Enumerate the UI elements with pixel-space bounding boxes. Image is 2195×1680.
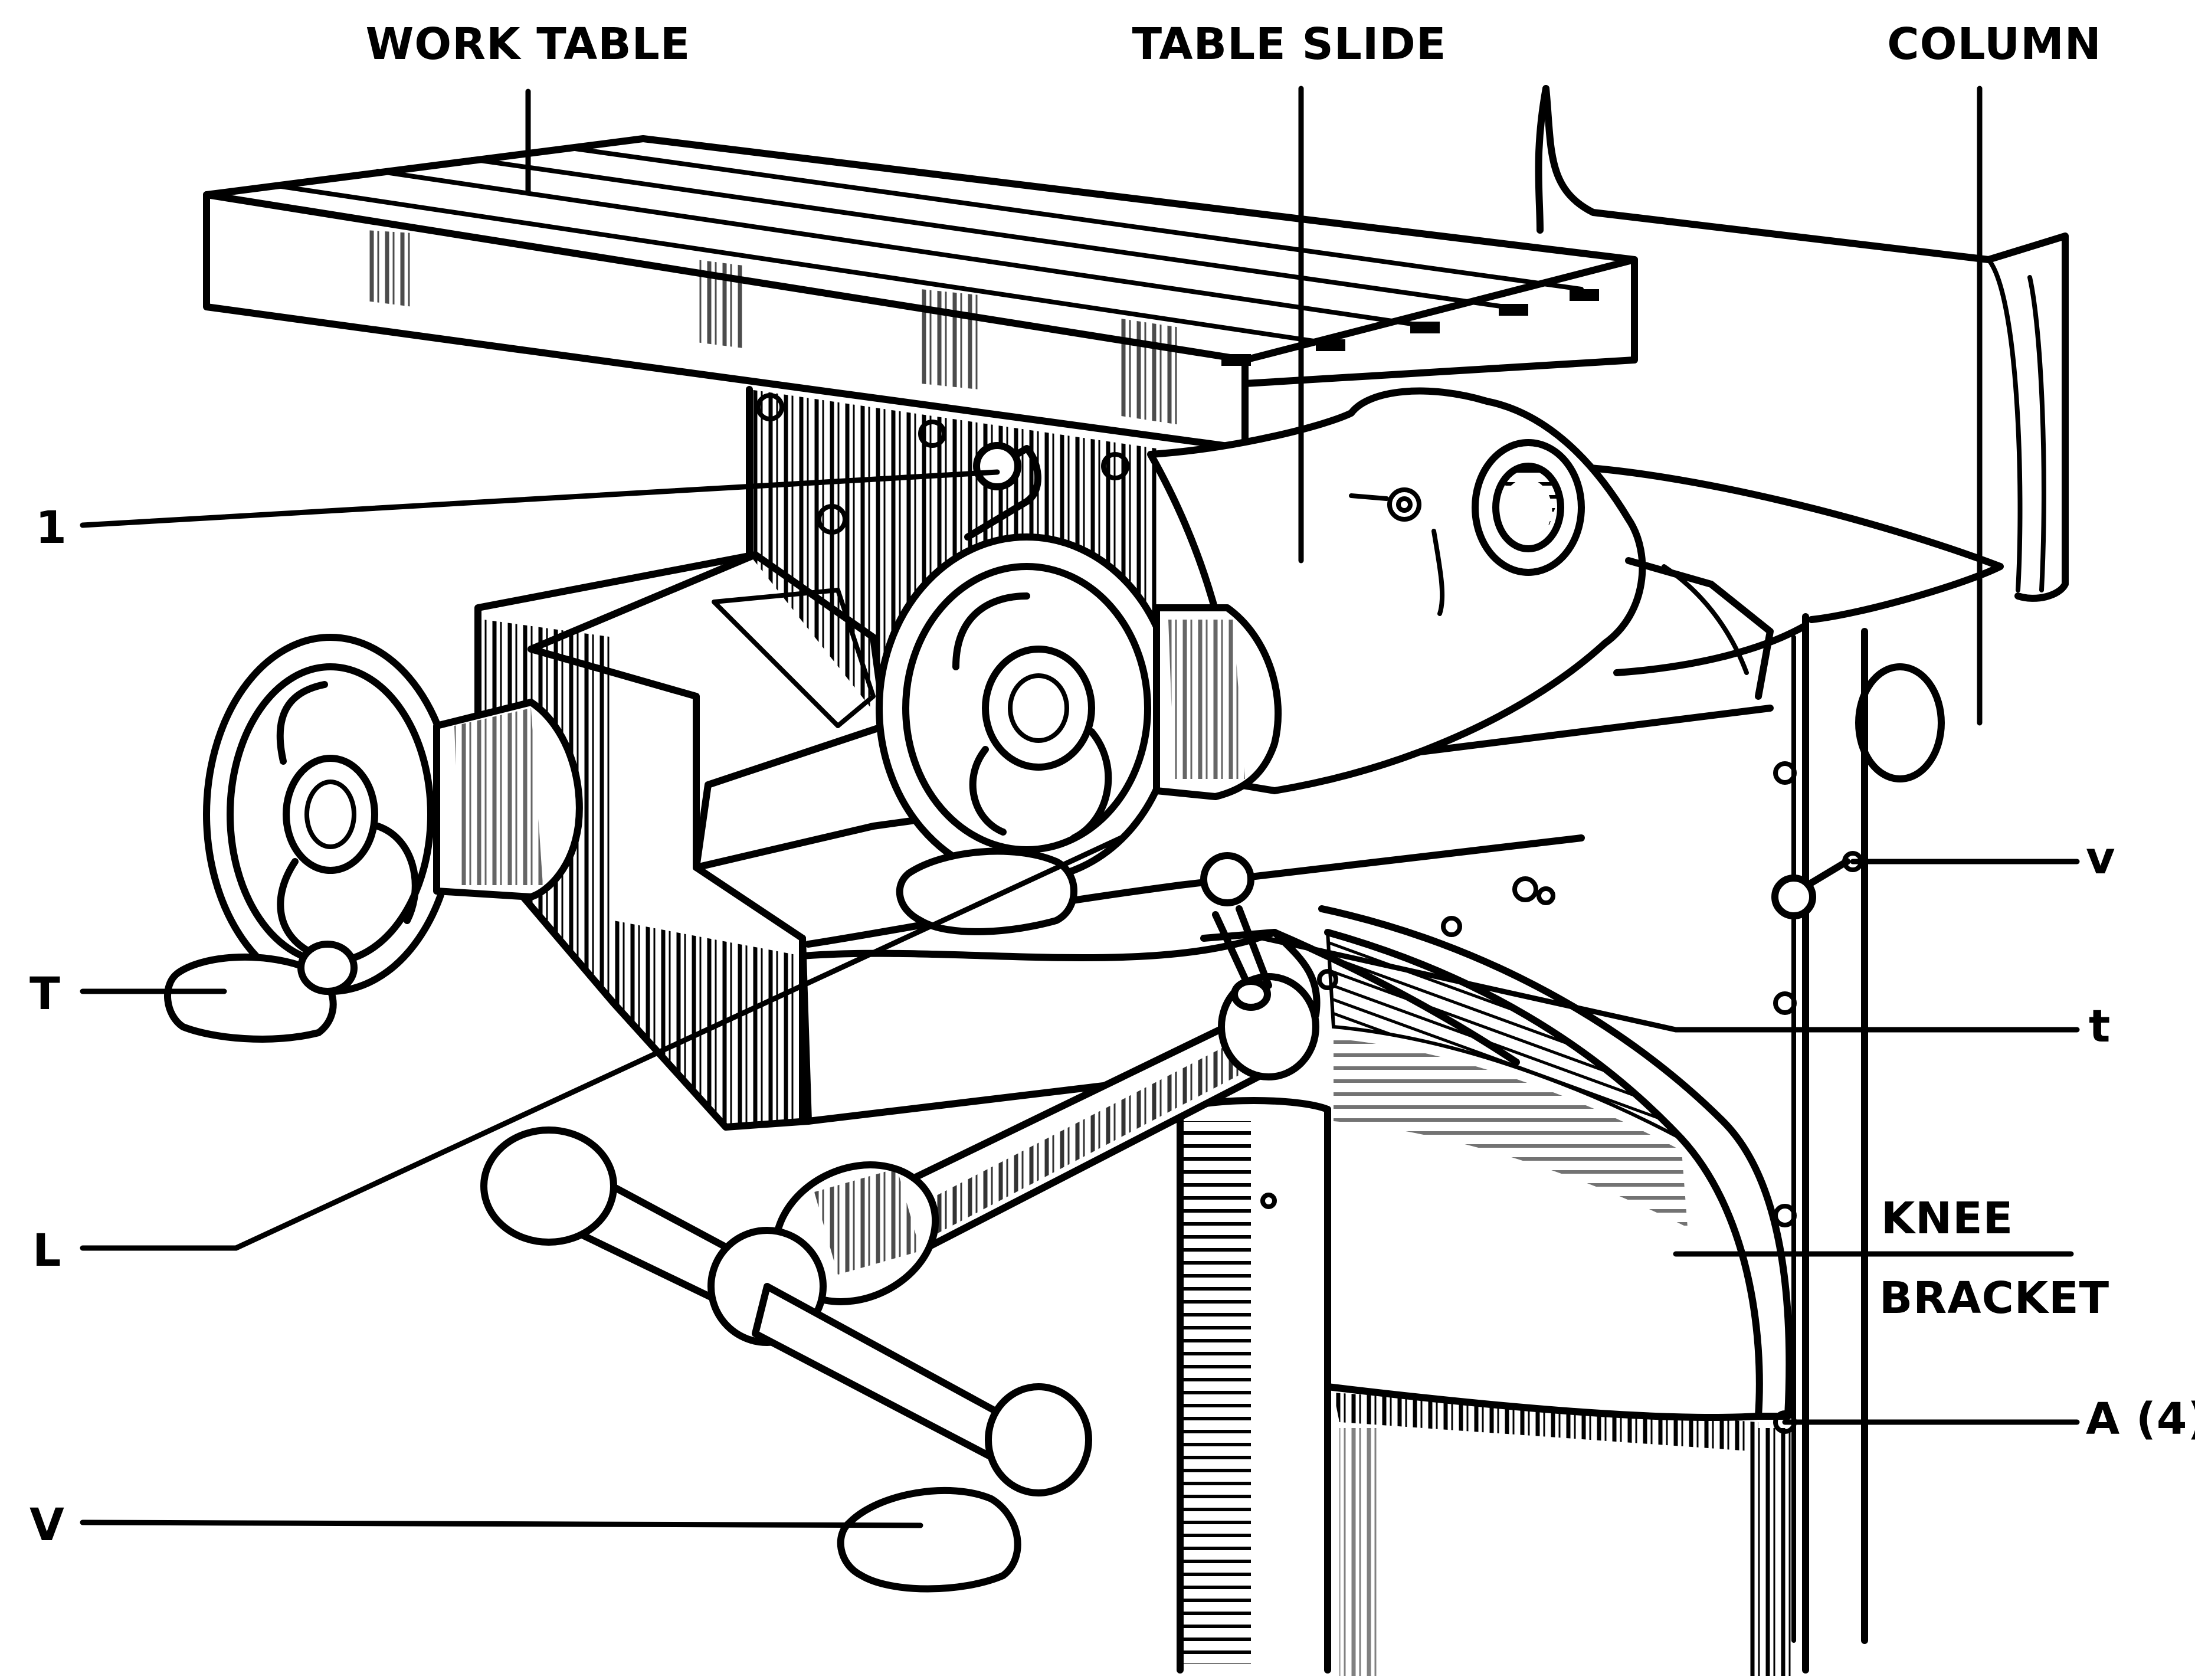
elevating-screw — [1177, 1097, 1331, 1674]
work-table — [203, 135, 1638, 452]
label-work-table: WORK TABLE — [366, 19, 691, 70]
label-column: COLUMN — [1887, 19, 2101, 70]
knee-bracket — [1200, 463, 2004, 1676]
label-knee: KNEE — [1881, 1193, 2013, 1244]
leader-lines — [80, 86, 2080, 1528]
label-T: T — [30, 967, 60, 1020]
label-A4: A (4) — [2086, 1394, 2195, 1445]
labels: WORK TABLE TABLE SLIDE COLUMN 1 T L V v … — [30, 19, 2195, 1551]
handwheel-T — [164, 634, 583, 1043]
label-t: t — [2089, 1000, 2110, 1052]
label-v: v — [2086, 831, 2115, 884]
label-bracket: BRACKET — [1879, 1273, 2109, 1324]
elevating-crank-V — [480, 851, 1863, 1593]
handwheel-L — [876, 442, 1282, 935]
label-1: 1 — [35, 501, 67, 554]
column — [1535, 85, 2069, 782]
label-L: L — [32, 1224, 61, 1276]
label-V: V — [30, 1498, 64, 1551]
label-table-slide: TABLE SLIDE — [1132, 19, 1447, 70]
